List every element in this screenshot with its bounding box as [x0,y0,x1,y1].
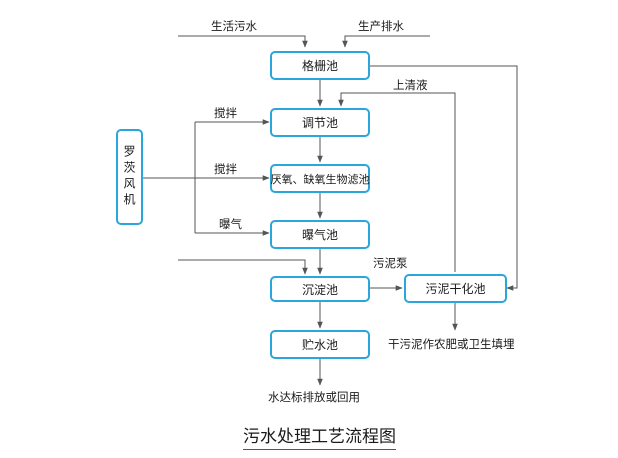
sludge-drying-bed: 污泥干化池 [404,274,507,303]
storage-tank: 贮水池 [270,330,370,359]
side-inflow-line [178,259,308,275]
supernatant-return-line [338,92,456,272]
roots-blower: 罗茨风机 [116,129,143,225]
discharge-label: 水达标排放或回用 [268,390,360,404]
anaerobic-anoxic-biofilter: 厌氧、缺氧生物滤池 [270,164,370,193]
screen-to-dryer-line [370,65,518,291]
diagram-title: 污水处理工艺流程图 [243,422,396,450]
production-inflow-line [342,35,430,48]
domestic-sewage-label: 生活污水 [211,19,257,33]
production-discharge-label: 生产排水 [358,19,404,33]
aeration-label: 曝气 [219,217,242,231]
screen-tank: 格栅池 [270,51,370,80]
equalization-tank: 调节池 [270,108,370,137]
sludge-pump-label: 污泥泵 [373,256,408,270]
domestic-inflow-line [178,35,308,48]
stir-label-2: 搅拌 [214,162,237,176]
sedimentation-tank: 沉淀池 [270,276,370,302]
dry-sludge-use-label: 干污泥作农肥或卫生填埋 [388,337,515,351]
supernatant-label: 上清液 [393,78,428,92]
stir-label-1: 搅拌 [214,106,237,120]
aeration-tank: 曝气池 [270,220,370,249]
